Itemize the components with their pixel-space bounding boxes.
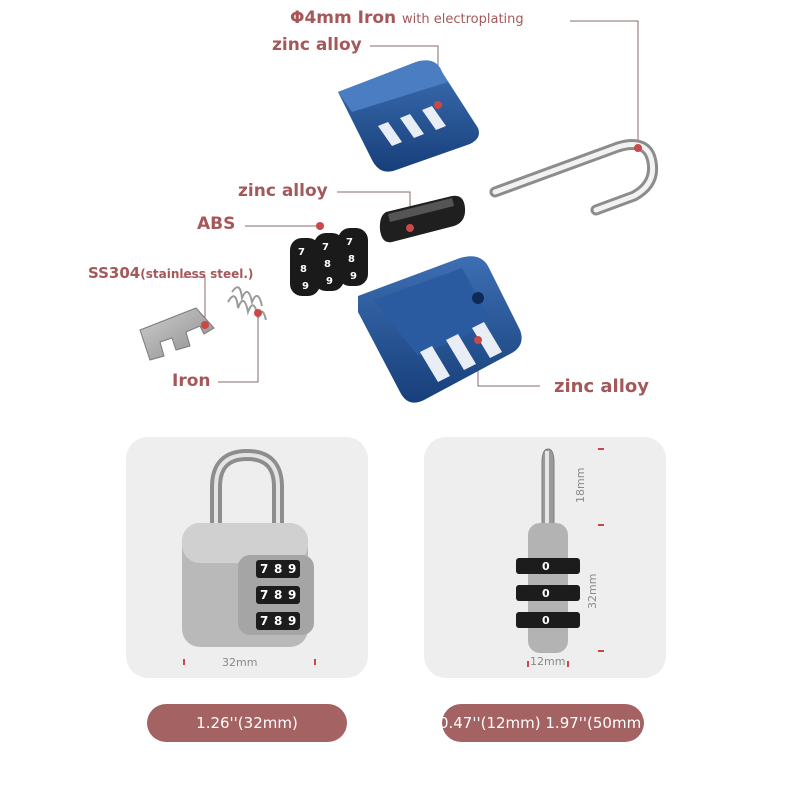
side-dimension-pill: 0.47''(12mm) 1.97''(50mm) [439, 704, 647, 742]
svg-text:0: 0 [542, 560, 550, 573]
svg-text:9: 9 [326, 276, 333, 287]
spring-label: Iron [172, 371, 211, 391]
svg-text:9: 9 [302, 281, 309, 292]
spindle [379, 195, 466, 243]
svg-text:7: 7 [298, 247, 305, 258]
svg-text:8: 8 [324, 259, 331, 270]
svg-text:7: 7 [322, 242, 329, 253]
shackle-finish: with electroplating [402, 12, 524, 27]
plate-note: (stainless steel.) [140, 267, 254, 281]
front-dimension-pill: 1.26''(32mm) [147, 704, 347, 742]
plate-material: SS304 [88, 264, 141, 282]
svg-text:9: 9 [288, 614, 296, 628]
svg-text:8: 8 [274, 614, 282, 628]
plate-label: SS304(stainless steel.) [88, 266, 253, 281]
svg-text:7: 7 [260, 614, 268, 628]
shackle-material: Φ4mm Iron [290, 8, 397, 28]
svg-text:8: 8 [348, 254, 355, 265]
svg-text:8: 8 [300, 264, 307, 275]
exploded-diagram: 7 8 9 7 8 9 7 8 9 Φ4mm Iron with electroplatin… [88, 10, 659, 403]
front-width-label: 32mm [222, 656, 258, 669]
svg-text:7: 7 [260, 588, 268, 602]
side-view-panel: 0 0 0 18mm 32mm 12mm [424, 437, 666, 678]
shackle-label: Φ4mm Iron with electroplating [290, 10, 524, 27]
dials: 7 8 9 7 8 9 7 8 9 [290, 228, 368, 296]
body-height-label: 32mm [586, 573, 599, 609]
exploded-parts-drawing: 7 8 9 7 8 9 7 8 9 [139, 20, 659, 403]
svg-text:7: 7 [346, 237, 353, 248]
bottom-case [358, 256, 522, 403]
svg-text:9: 9 [288, 588, 296, 602]
svg-text:0: 0 [542, 587, 550, 600]
svg-text:9: 9 [350, 271, 357, 282]
side-depth-label: 12mm [530, 655, 566, 668]
stainless-plate [139, 307, 215, 361]
dial-digit: 7 [260, 562, 268, 576]
svg-text:0: 0 [542, 614, 550, 627]
top-case-label: zinc alloy [272, 35, 362, 55]
svg-text:9: 9 [288, 562, 296, 576]
side-lock-drawing: 0 0 0 [516, 448, 604, 667]
svg-text:8: 8 [274, 562, 282, 576]
shackle [489, 139, 659, 216]
top-case [338, 60, 479, 172]
bottom-case-label: zinc alloy [554, 376, 649, 397]
shackle-height-label: 18mm [574, 467, 587, 503]
dials-label: ABS [197, 214, 236, 234]
svg-text:8: 8 [274, 588, 282, 602]
spindle-label: zinc alloy [238, 181, 328, 201]
